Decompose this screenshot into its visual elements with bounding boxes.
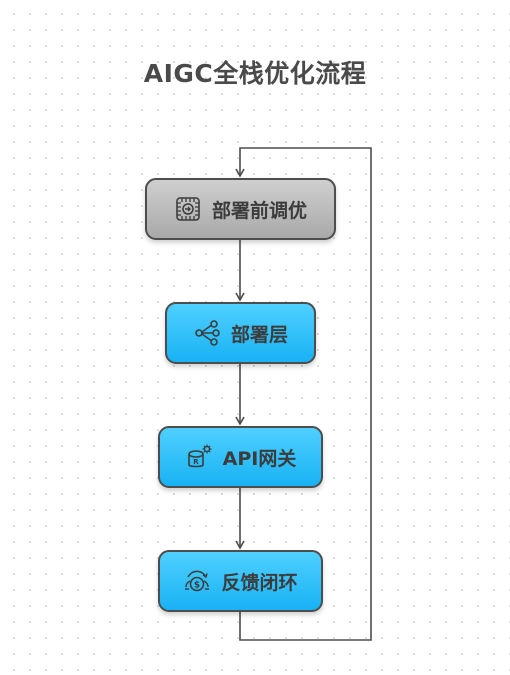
diagram-title: AIGC全栈优化流程	[143, 59, 367, 88]
node-feedback-loop: $ 反馈闭环	[158, 550, 323, 612]
node-label: 部署层	[230, 323, 288, 346]
database-gear-icon: R	[187, 444, 212, 468]
node-api-gateway: R API网关	[158, 426, 323, 488]
processor-chip-icon	[176, 197, 200, 221]
svg-text:R: R	[193, 458, 199, 466]
node-deploy-layer: 部署层	[165, 302, 316, 364]
node-label: 反馈闭环	[221, 571, 298, 594]
node-pre-deploy-tuning: 部署前调优	[145, 178, 336, 240]
svg-text:$: $	[194, 581, 200, 591]
node-label: 部署前调优	[211, 199, 307, 222]
money-cycle-icon: $	[185, 570, 210, 592]
node-label: API网关	[222, 447, 297, 470]
share-nodes-icon	[195, 320, 220, 346]
feedback-loop-arrow	[235, 147, 372, 641]
